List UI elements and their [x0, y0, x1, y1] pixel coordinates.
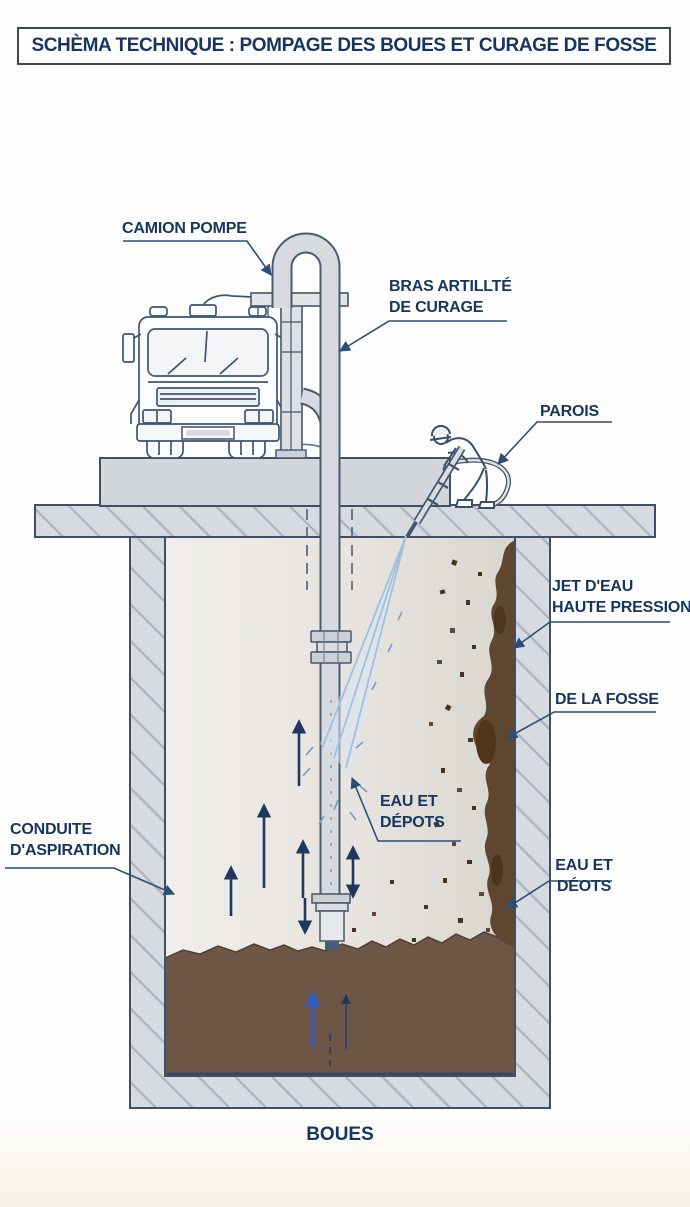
pipe-nozzle: [311, 893, 351, 950]
label-jet-eau: JET D'EAU HAUTE PRESSION: [552, 578, 690, 616]
flow-arrows: [223, 719, 361, 1072]
floating-particles: [352, 559, 490, 942]
suction-pipe: [271, 232, 353, 950]
high-pressure-lance: [405, 445, 466, 539]
water-jet-spray: [302, 535, 407, 825]
hidden-opening-dashes: [306, 509, 353, 590]
label-eau-deots: EAU ET DÉOTS: [555, 857, 613, 895]
label-bras-curage: BRAS ARTILLTÉ DE CURAGE: [389, 278, 512, 316]
label-de-la-fosse: DE LA FOSSE: [555, 691, 659, 708]
pump-truck-illustration: [122, 294, 339, 459]
diagram-title-text: SCHÈMA TECHNIQUE : POMPAGE DES BOUES ET …: [31, 35, 657, 56]
label-boues: BOUES: [306, 1124, 374, 1145]
label-eau-depots: EAU ET DÉPOTS: [380, 793, 445, 831]
pipe-coupling: [310, 630, 352, 664]
wall-deposits: [352, 540, 515, 948]
label-camion-pompe: CAMION POMPE: [122, 220, 247, 237]
sludge-fill: [164, 931, 516, 1077]
diagram-title: SCHÈMA TECHNIQUE : POMPAGE DES BOUES ET …: [17, 27, 671, 65]
truck-platform: [99, 457, 451, 507]
label-parois: PAROIS: [540, 403, 599, 420]
label-conduite-aspiration: CONDUITE D'ASPIRATION: [10, 821, 121, 859]
leader-lines: [5, 240, 670, 909]
